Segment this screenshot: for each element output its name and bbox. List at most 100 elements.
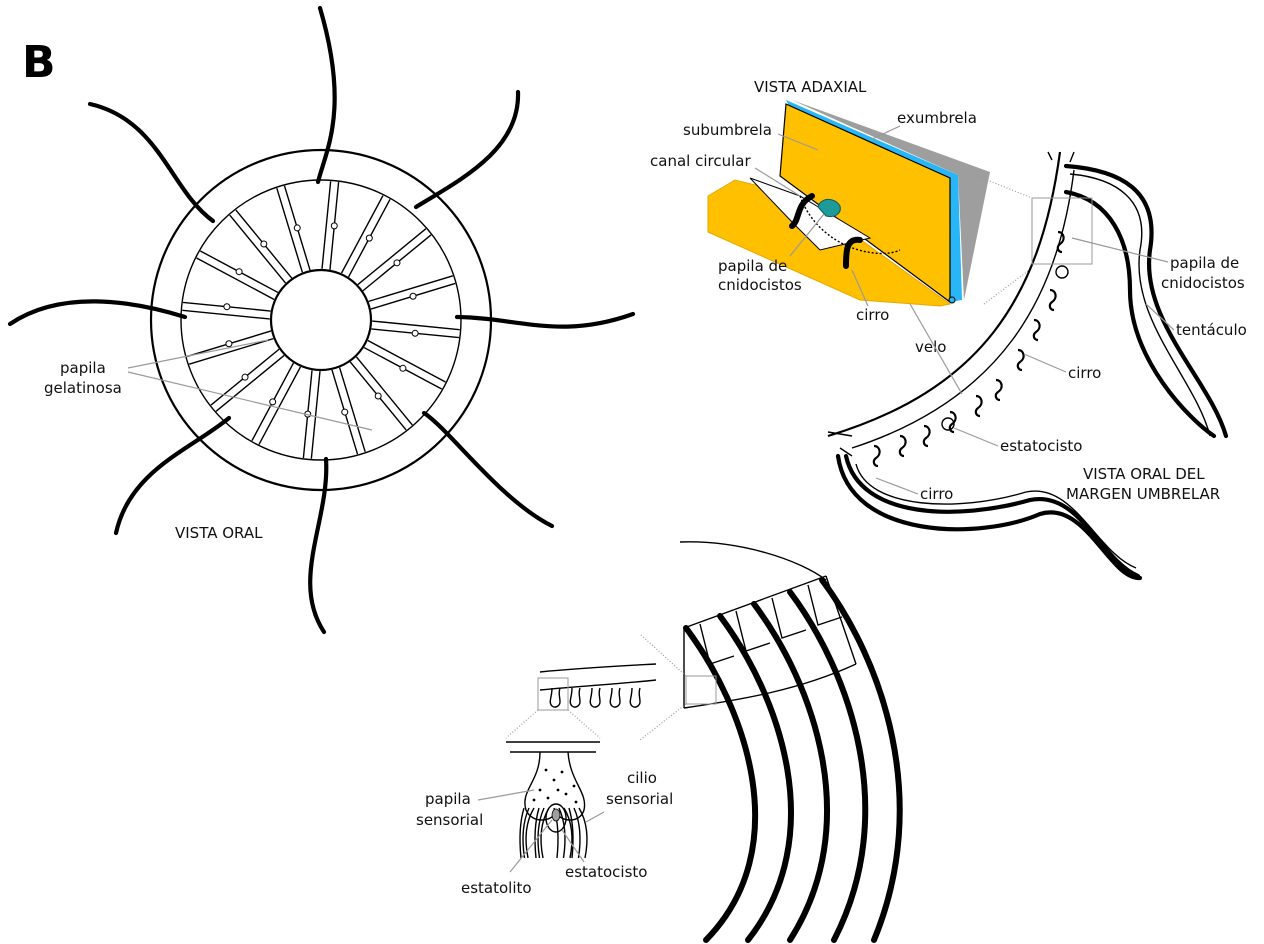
zoom-box-detail [537,677,569,711]
leader-cilio [585,811,605,823]
radial-canal [276,185,311,273]
tentacle [308,456,329,635]
gelatinous-papilla [223,303,231,311]
statocyst-2 [941,417,955,431]
cirrus [974,394,983,418]
cirrus-a2 [843,236,863,269]
radial-canal-bottom [827,431,853,457]
label-papila-cnidocistos-a-2: cnidocistos [718,276,802,294]
radial-canals [182,181,460,459]
margin-band-bottom [683,663,857,709]
leader-subumbrela [777,133,819,151]
cirrus [922,424,931,448]
label-cilio-2: sensorial [606,790,673,808]
tentacle [87,101,216,224]
label-cirro-b: cirro [1068,364,1101,382]
shadow-back [792,100,990,300]
leader-tentaculo [1145,303,1175,331]
exumbrella-edge [786,100,962,302]
label-vista-adaxial: VISTA ADAXIAL [754,78,867,96]
gelatinous-papilla [399,364,407,372]
leader-papila-gelatinosa [127,339,373,431]
leader-estatocisto-c [561,829,585,863]
gelatinous-papilla [411,329,419,337]
side-tentacle [751,601,831,943]
gelatinous-papilla [365,234,373,242]
cilium [558,807,566,859]
cilium [578,807,588,859]
sensory-papilla-small [589,687,601,708]
gelatinous-papilla [241,373,249,381]
label-vista-oral-margen-2: MARGEN UMBRELAR [1066,485,1220,503]
margin-lobe [735,610,771,652]
leader-estatolito [509,819,553,873]
leader-canal-circular [754,167,801,197]
label-papila-cnidocistos-b-1: papila de [1170,254,1239,272]
cirrus [898,434,907,458]
label-tentaculo: tentáculo [1176,321,1247,339]
leader-velo [909,303,963,395]
label-vista-oral-margen-1: VISTA ORAL DEL [1083,465,1205,483]
tentacle-upper-b [1063,189,1217,439]
oral-margin-diagram [827,151,1229,581]
margin-detail-outer [539,663,657,673]
margin-band-top [683,575,827,629]
papilla-dot [546,796,550,800]
tentacle [421,410,555,529]
cilium [568,807,574,859]
papilla-dots [532,768,578,804]
leader-cirro-b [1023,353,1067,373]
margin-lobes [699,584,843,665]
zoom-box-side [685,675,717,705]
statocyst-1 [1055,265,1069,279]
adaxial-view-diagram [707,100,990,307]
tentacle-lower-a-inner [855,463,1137,569]
tentacles [7,5,636,635]
cilium [573,807,581,859]
papilla-dot [556,788,560,792]
cilium [519,807,525,859]
label-papila-sensorial-1: papila [425,790,471,808]
label-cilio-1: cilio [627,769,657,787]
label-velo: velo [915,338,946,356]
zoom-box-margin [1031,197,1093,265]
oral-view-diagram [7,5,636,635]
connector-to-margin [961,169,1033,305]
cirrus-a1 [789,193,815,229]
leader-papila-cnidocistos-b [1071,237,1169,263]
bell-dome [679,541,827,581]
label-exumbrela: exumbrela [897,109,977,127]
leader-papila-sensorial [477,789,535,801]
papilla-dot [574,800,578,804]
gelatinous-papilla [225,340,233,348]
sensory-cilia [519,807,588,859]
panel-letter: B [22,37,56,88]
sensory-papilla-small [569,687,581,708]
gelatinous-papilla [341,408,349,416]
sensory-papilla-small [629,687,641,708]
tentacle-upper-a [1063,163,1229,439]
leader-papila-cnidocistos-a [789,213,825,257]
gelatinous-papilla [269,398,277,406]
label-estatolito: estatolito [461,879,532,897]
sensory-papilla-small [549,687,561,708]
cilium [525,807,535,859]
statolith [551,808,561,822]
margin-band-right [825,575,857,665]
cirrus [994,378,1003,402]
tentacle [413,89,521,210]
cilium [534,807,540,859]
margin-lobe [771,597,807,639]
gelatinous-papilla [330,222,338,230]
gelatinous-papilla [235,268,243,276]
bell-arc-inner [851,169,1075,449]
gelatinous-papilla [374,392,382,400]
side-tentacle [787,589,869,943]
cilium [522,807,530,859]
side-tentacle [683,625,759,943]
label-estatocisto-c: estatocisto [565,863,647,881]
manubrium-circle [269,268,373,372]
leader-estatocisto-b [953,427,999,447]
sensory-papillae-row [549,687,641,708]
statocyst-detail [545,803,567,833]
